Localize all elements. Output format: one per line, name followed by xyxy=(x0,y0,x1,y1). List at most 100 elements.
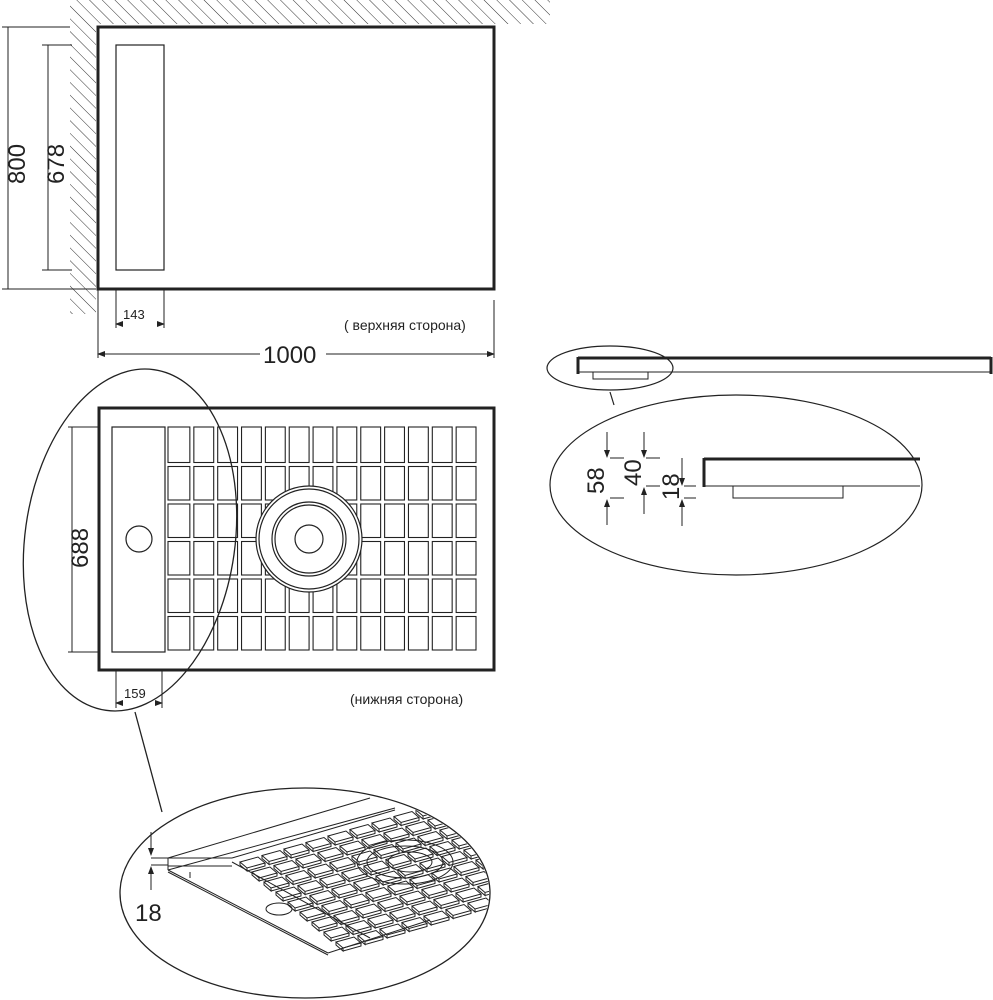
grid-cell-perspective xyxy=(308,889,337,906)
dim-688: 688 xyxy=(67,528,94,568)
wall-hatching xyxy=(70,0,550,314)
grid-cell xyxy=(407,540,429,576)
grid-cell xyxy=(312,426,334,464)
grid-cell-perspective xyxy=(354,903,383,920)
grid-cell-perspective xyxy=(306,863,335,880)
grid-cell-perspective xyxy=(462,844,489,861)
grid-cell xyxy=(360,540,382,576)
grid-cell xyxy=(407,615,429,651)
grid-cell-perspective xyxy=(294,853,323,870)
grid-cell xyxy=(384,540,406,576)
grid-cell-perspective xyxy=(510,859,535,873)
grid-cell xyxy=(360,426,382,464)
grid-cell xyxy=(336,578,358,614)
grid-cell-perspective xyxy=(328,856,357,873)
grid-cell-perspective xyxy=(410,900,439,917)
grid-cell-perspective xyxy=(348,823,377,840)
grid-cell xyxy=(360,615,382,651)
grid-cell-perspective xyxy=(466,897,489,914)
grid-cell xyxy=(336,465,358,501)
grid-cell-perspective xyxy=(454,887,483,904)
bottom-caption: (нижняя сторона) xyxy=(350,691,463,707)
grid-cell-perspective xyxy=(440,850,469,867)
grid-cell-perspective xyxy=(284,869,313,886)
grid-cell-perspective xyxy=(460,817,489,834)
grid-cell-perspective xyxy=(360,833,389,850)
grid-cell-perspective xyxy=(464,870,489,887)
grid-cell-perspective xyxy=(474,854,489,871)
grid-cell-perspective xyxy=(488,890,489,907)
grid-cell-perspective xyxy=(304,836,333,853)
grid-cell xyxy=(384,503,406,539)
grid-cell xyxy=(240,426,262,464)
grid-cell xyxy=(217,615,239,651)
grid-cell-perspective xyxy=(322,926,351,943)
dim-58: 58 xyxy=(583,467,610,494)
grid-cell-perspective xyxy=(452,860,481,877)
grid-cell-perspective xyxy=(334,936,363,953)
grid-cell-perspective xyxy=(344,919,373,936)
grid-cell-perspective xyxy=(378,923,407,940)
grid-cell xyxy=(167,540,191,576)
dim-143: 143 xyxy=(123,307,145,322)
grid-cell xyxy=(217,503,239,539)
grid-cell-perspective xyxy=(522,869,547,883)
grid-cell-perspective xyxy=(352,876,381,893)
dim-18-perspective: 18 xyxy=(135,900,162,927)
dim-159: 159 xyxy=(124,686,146,701)
grid-cell-perspective xyxy=(386,880,415,897)
dim-40: 40 xyxy=(620,459,647,486)
grid-cell xyxy=(384,578,406,614)
grid-cell-perspective xyxy=(274,886,303,903)
grid-cell xyxy=(407,426,429,464)
grid-cell xyxy=(431,503,453,539)
grid-cell-perspective xyxy=(420,883,449,900)
grid-cell-perspective xyxy=(418,857,447,874)
grid-cell xyxy=(167,615,191,651)
grid-cell-perspective xyxy=(250,866,279,883)
grid-cell-perspective xyxy=(316,846,345,863)
grid-cell xyxy=(455,540,477,576)
grid-cell xyxy=(167,503,191,539)
grid-cell xyxy=(336,615,358,651)
grid-cell-perspective xyxy=(332,909,361,926)
grid-cell-perspective xyxy=(262,876,291,893)
dim-1000: 1000 xyxy=(263,342,316,369)
grid-cell-perspective xyxy=(366,913,395,930)
grid-cell-perspective xyxy=(414,804,443,821)
grid-cell xyxy=(167,578,191,614)
grid-cell-perspective xyxy=(432,893,461,910)
grid-cell-perspective xyxy=(484,837,489,854)
grid-cell xyxy=(193,578,215,614)
grid-cell xyxy=(217,426,239,464)
grid-cell xyxy=(240,615,262,651)
grid-cell xyxy=(431,465,453,501)
grid-cell-perspective xyxy=(406,847,435,864)
grid-cell xyxy=(193,426,215,464)
grid-cell xyxy=(336,426,358,464)
grid-cell-perspective xyxy=(448,807,477,824)
grid-cell xyxy=(384,426,406,464)
grid-cell xyxy=(431,615,453,651)
grid-cell xyxy=(240,578,262,614)
grid-cell-perspective xyxy=(260,849,289,866)
grid-cell xyxy=(455,426,477,464)
grid-cell xyxy=(217,465,239,501)
grid-cell-perspective xyxy=(370,817,399,834)
grid-cell xyxy=(360,465,382,501)
perspective-detail xyxy=(119,787,547,999)
grid-cell-perspective xyxy=(282,843,311,860)
grid-cell-perspective xyxy=(310,916,339,933)
grid-cell-perspective xyxy=(272,859,301,876)
grid-cell-perspective xyxy=(472,827,489,844)
grid-cell-perspective xyxy=(442,877,471,894)
grid-cell-perspective xyxy=(392,810,421,827)
top-view xyxy=(2,25,496,358)
grid-cell-perspective xyxy=(398,890,427,907)
grid-cell xyxy=(288,615,310,651)
grid-cell xyxy=(431,540,453,576)
grid-cell xyxy=(360,578,382,614)
grid-cell-perspective xyxy=(320,899,349,916)
grid-cell xyxy=(264,615,286,651)
